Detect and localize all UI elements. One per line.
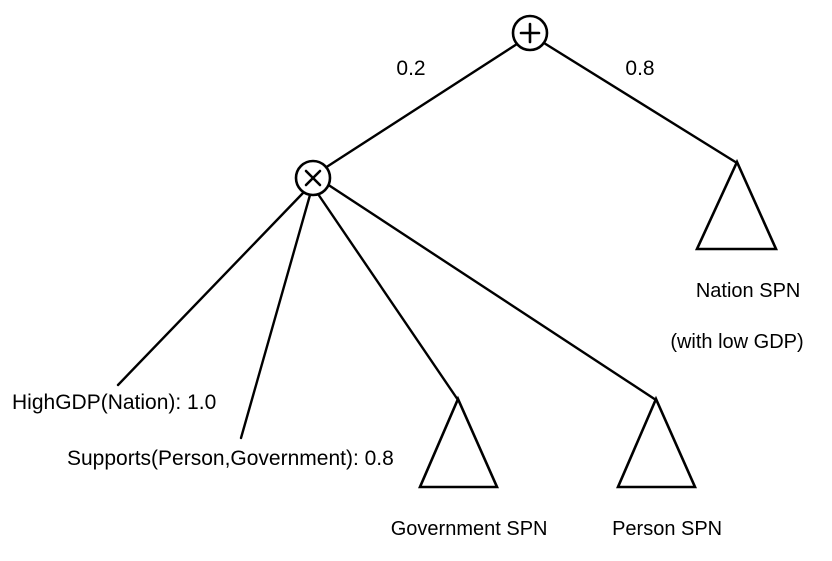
- government-spn-triangle: [418, 395, 499, 489]
- government-spn-label-line1: Government SPN: [390, 517, 548, 540]
- edge-sum-to-product: [323, 42, 519, 170]
- edge-weight-sum-to-nation-spn: 0.8: [625, 57, 655, 80]
- edge-product-to-highgdp: [116, 191, 305, 387]
- person-spn-label: Person SPN (with high GDP): [536, 491, 776, 561]
- government-spn-label: Government SPN (with high GDP): [338, 491, 578, 561]
- edge-product-to-supports: [239, 193, 312, 440]
- person-spn-label-line1: Person SPN: [612, 517, 723, 540]
- edge-weight-sum-to-product: 0.2: [396, 57, 426, 80]
- edge-sum-to-nation-spn: [542, 41, 739, 165]
- nation-spn-label-line2: (with low GDP): [670, 330, 804, 353]
- nation-spn-label: Nation SPN (with low GDP): [617, 253, 832, 407]
- nation-spn-label-line1: Nation SPN: [695, 279, 801, 302]
- edge-product-to-government-spn: [316, 192, 460, 402]
- person-spn-triangle: [616, 395, 697, 489]
- leaf-label-supports: Supports(Person,Government): 0.8: [67, 447, 394, 470]
- nation-spn-triangle: [694, 158, 779, 251]
- leaf-label-highgdp: HighGDP(Nation): 1.0: [12, 391, 217, 414]
- edge-product-to-person-spn: [325, 182, 658, 402]
- product-node-times-icon-cross: [304, 169, 322, 187]
